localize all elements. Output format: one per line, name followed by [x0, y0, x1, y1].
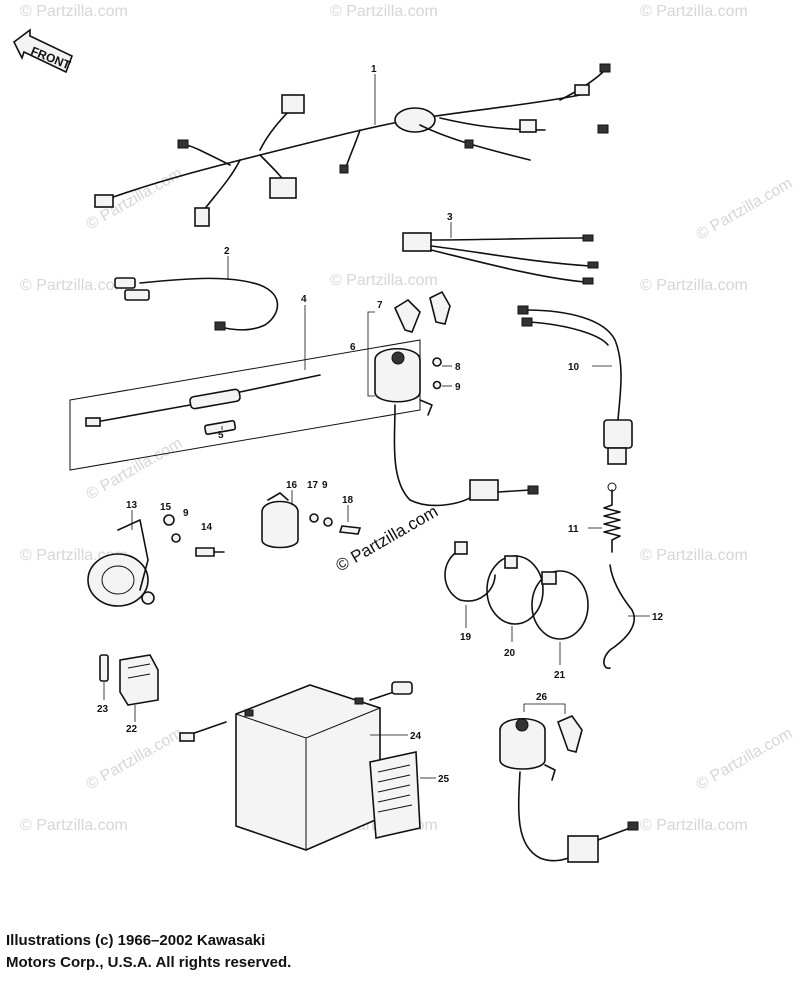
callout-7: 7	[377, 300, 383, 311]
fuse	[99, 654, 109, 682]
lead-wire	[114, 277, 279, 331]
callout-8: 8	[455, 362, 461, 373]
watermark-text: © Partzilla.com	[640, 277, 748, 294]
callout-11: 11	[568, 524, 579, 535]
callout-20: 20	[504, 648, 516, 659]
watermark-text: © Partzilla.com	[20, 277, 128, 294]
relay-cap	[261, 492, 299, 549]
watermark-text: © Partzilla.com	[694, 725, 796, 794]
stop-lamp-switch	[517, 305, 633, 465]
watermark-text: © Partzilla.com	[330, 272, 438, 289]
parts-diagram: © Partzilla.com © Partzilla.com © Partzi…	[12, 3, 796, 863]
callout-12: 12	[652, 612, 664, 623]
main-wiring-harness	[94, 63, 611, 227]
callout-16: 16	[286, 480, 298, 491]
callout-18: 18	[342, 495, 354, 506]
fuse-holder-group	[69, 339, 421, 471]
callout-24: 24	[410, 731, 422, 742]
copyright-line-1: Illustrations (c) 1966–2002 Kawasaki	[6, 932, 266, 949]
callout-23: 23	[97, 704, 109, 715]
band-21	[531, 570, 589, 640]
spring-icon	[603, 482, 621, 553]
callout-5: 5	[218, 430, 224, 441]
watermark-text: © Partzilla.com	[640, 547, 748, 564]
callout-6: 6	[350, 342, 356, 353]
callout-22: 22	[126, 724, 138, 735]
callout-10: 10	[568, 362, 580, 373]
watermark-text: © Partzilla.com	[694, 175, 796, 244]
band-19	[444, 541, 496, 602]
callout-26: 26	[536, 692, 548, 703]
battery	[179, 681, 413, 851]
callout-4: 4	[301, 294, 307, 305]
watermark-text: © Partzilla.com	[84, 435, 186, 504]
relay	[119, 654, 159, 706]
key-icon	[556, 715, 583, 753]
callout-9c: 9	[322, 480, 328, 491]
watermark-text: © Partzilla.com	[330, 3, 438, 20]
callout-15: 15	[160, 502, 172, 513]
center-watermark-text: © Partzilla.com	[333, 502, 442, 576]
callout-19: 19	[460, 632, 472, 643]
ignition-switch	[374, 348, 539, 507]
callout-3: 3	[447, 212, 453, 223]
callout-2: 2	[224, 246, 230, 257]
callout-13: 13	[126, 500, 138, 511]
callout-1: 1	[371, 64, 377, 75]
watermark-text: © Partzilla.com	[640, 3, 748, 20]
caution-label	[369, 751, 421, 839]
watermark-text: © Partzilla.com	[20, 3, 128, 20]
callout-9b: 9	[183, 508, 189, 519]
band-20	[486, 555, 544, 625]
copyright-footer: Illustrations (c) 1966–2002 Kawasaki Mot…	[6, 930, 566, 974]
sub-harness	[402, 232, 599, 285]
copyright-line-2: Motors Corp., U.S.A. All rights reserved…	[6, 954, 292, 971]
watermark-text: © Partzilla.com	[20, 817, 128, 834]
ignition-switch-alt	[499, 718, 639, 863]
callout-21: 21	[554, 670, 566, 681]
watermark-text: © Partzilla.com	[640, 817, 748, 834]
callout-9a: 9	[455, 382, 461, 393]
callout-17: 17	[307, 480, 319, 491]
horn	[87, 519, 155, 607]
watermark-text: © Partzilla.com	[84, 725, 186, 794]
stop-lamp-rod	[603, 564, 635, 670]
callout-14: 14	[201, 522, 213, 533]
front-arrow-icon: FRONT	[12, 28, 73, 74]
callout-25: 25	[438, 774, 450, 785]
key-icon	[393, 290, 451, 333]
